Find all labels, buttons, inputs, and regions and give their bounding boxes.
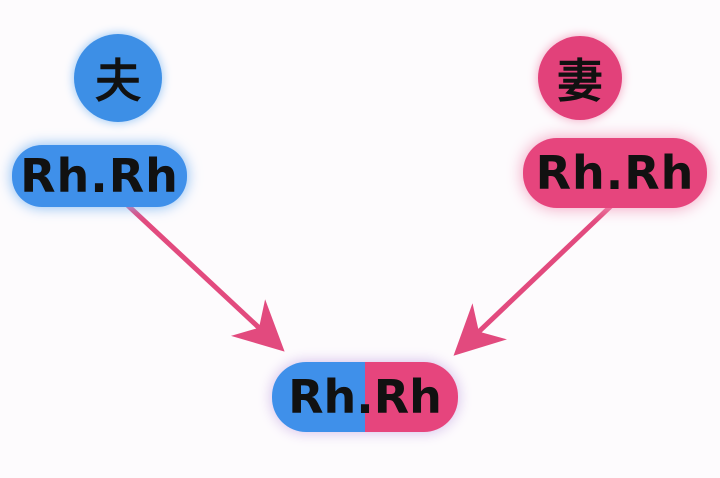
father-genotype: Rh.Rh: [12, 145, 187, 207]
mother-genotype: Rh.Rh: [523, 138, 707, 208]
mother-badge: 妻: [538, 36, 622, 120]
arrow-mother-to-child: [453, 203, 614, 356]
arrow-father-to-child: [120, 198, 285, 352]
father-badge: 夫: [74, 34, 162, 122]
child-genotype: Rh.Rh: [272, 362, 458, 432]
